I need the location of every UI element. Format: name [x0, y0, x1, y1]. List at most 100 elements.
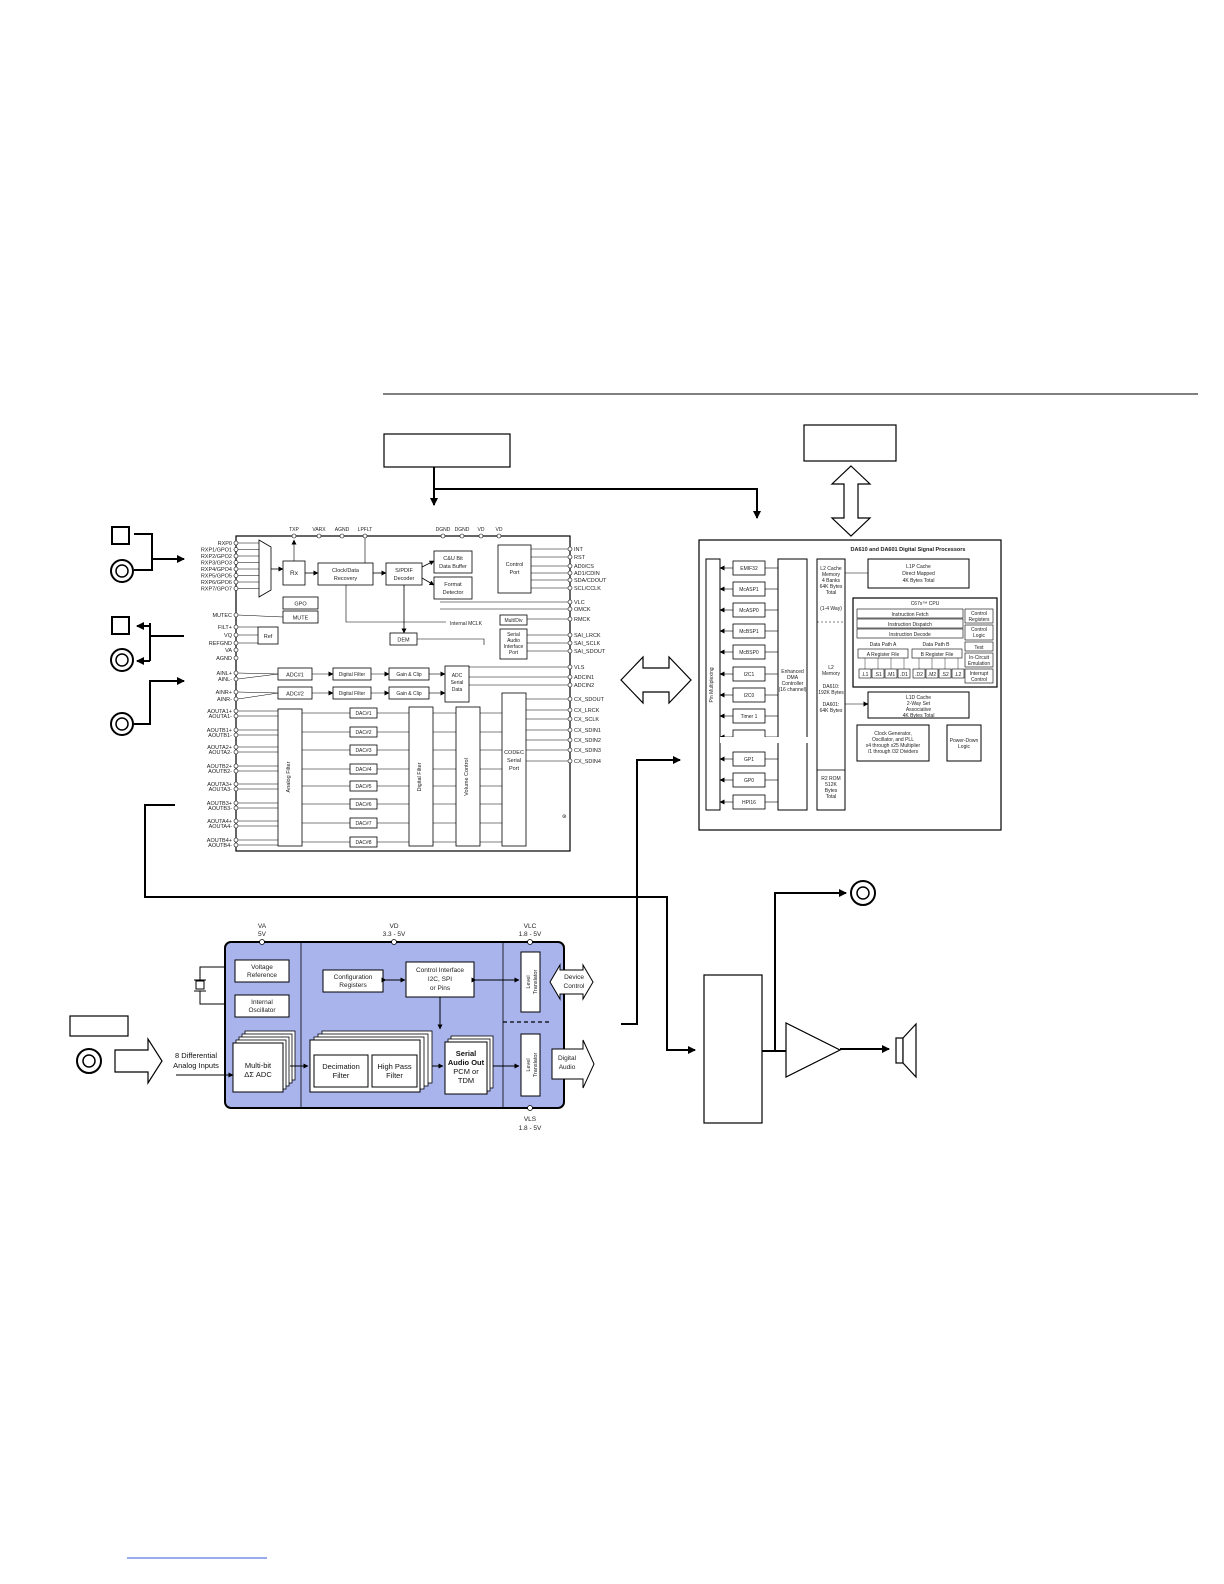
adc-config-regs-line1: Configuration [334, 974, 373, 981]
codec-pin-marker [233, 749, 239, 755]
horizontal-double-arrow [620, 655, 692, 705]
adc-filter-stack [309, 1030, 433, 1093]
codec-pin-marker [291, 533, 297, 539]
dsp-periph-label: McBSP1 [739, 629, 759, 635]
codec-dac-wiring [302, 712, 502, 843]
codec-pin-label: AOUTA2- [209, 750, 233, 756]
adc-inputs-line1: 8 Differential [175, 1051, 217, 1060]
codec-control-line2: Port [509, 570, 520, 576]
codec-pin-label: RXP1/GPO1 [201, 548, 232, 554]
adc-voltage-ref-line2: Reference [247, 972, 277, 979]
adc-voltage-ref-line1: Voltage [251, 964, 273, 971]
dsp-periph-label: McBSP0 [739, 650, 759, 656]
codec-dem-label: DEM [397, 638, 410, 644]
codec-pin-marker [567, 674, 573, 680]
analog-input-arrow [134, 677, 185, 725]
dsp-l2-da610-line2: 192K Bytes [818, 690, 844, 696]
dsp-edma-line3: Controller [782, 681, 804, 687]
adc-multibit-line1: Multi-bit [245, 1061, 272, 1070]
codec-pin-marker [233, 713, 239, 719]
adc-vd-volt: 3.3 - 5V [383, 931, 406, 938]
adc-level-bottom-line2: Translator [533, 1053, 539, 1078]
dsp-peripheral-column: EMIF32McASP1McASP0McBSP1McBSP0I2C1I2C0Ti… [719, 560, 778, 810]
codec-analog-filter-label: Analog Filter [286, 761, 292, 792]
codec-sai-line1: Serial [507, 632, 520, 638]
codec-pin-label: AOUTA4+ [207, 819, 232, 825]
codec-pin-marker [496, 533, 502, 539]
dsp-l1p-line2: Direct Mapped [902, 571, 935, 577]
codec-pin-marker [233, 553, 239, 559]
codec-pin-marker [233, 837, 239, 843]
codec-pin-label: RXP6/GPO6 [201, 580, 232, 586]
adc-control-if-block [405, 961, 475, 998]
dsp-clock-gen-line2: Oscillator, and PLL [872, 737, 914, 743]
codec-gain-clip-1-label: Gain & Clip [396, 672, 422, 678]
codec-pin-marker [233, 647, 239, 653]
codec-pin-label: FILT+ [218, 625, 232, 631]
adc-level-bottom-line1: Level [526, 1058, 532, 1071]
adc-config-regs-line2: Registers [339, 982, 367, 989]
empty-box-top-right [803, 424, 897, 462]
codec-pin-marker [567, 727, 573, 733]
dsp-clock-gen-line4: /1 through /32 Dividers [868, 749, 919, 755]
output-routing-line [144, 804, 696, 1054]
speaker-icon [895, 1022, 917, 1079]
dsp-functional-units: .L1.S1.M1.D1.D2.M2.S2.L2 [858, 658, 965, 679]
codec-pin-label: RMCK [574, 617, 591, 623]
codec-pin-marker [567, 716, 573, 722]
adc-internal-osc-line1: Internal [251, 999, 273, 1006]
codec-rx-label: Rx [290, 570, 299, 577]
codec-pin-marker [459, 533, 465, 539]
dsp-l2-cache-line1: L2 Cache [820, 566, 842, 572]
codec-spdif-line2: Decoder [394, 576, 415, 582]
dsp-fetch: Instruction Fetch [892, 612, 929, 618]
codec-pin-marker [567, 707, 573, 713]
dsp-l1d-line2: 2-Way Set [907, 701, 931, 707]
adc-control-if-line1: Control Interface [416, 967, 464, 974]
dsp-l2-block [816, 558, 846, 811]
codec-pin-label: SCL/CCLK [574, 586, 601, 592]
codec-pin-label: CX_SDIN4 [574, 759, 601, 765]
codec-pin-label: AOUTA3+ [207, 782, 232, 788]
codec-pin-label: CX_SDIN3 [574, 748, 601, 754]
codec-pin-label: VLS [574, 665, 585, 671]
codec-top-pin-label: DGND [455, 527, 470, 533]
dsp-l1p-block [867, 558, 970, 589]
codec-pin-marker [567, 664, 573, 670]
crystal-icon [194, 966, 225, 1005]
dsp-edma-line1: Enhanced [781, 669, 804, 675]
input-bracket-arrow [134, 533, 185, 571]
codec-pin-marker [567, 599, 573, 605]
codec-pin-label: VLC [574, 600, 585, 606]
codec-pin-marker [233, 696, 239, 702]
codec-pin-label: AOUTB1- [208, 733, 232, 739]
codec-pin-label: AINL+ [217, 671, 232, 677]
adc-vls-label: VLS [524, 1116, 537, 1123]
codec-pin-marker [362, 533, 368, 539]
codec-pin-label: VQ [224, 633, 233, 639]
codec-input-mux [258, 539, 272, 598]
codec-pin-label: RXP0 [218, 541, 232, 547]
dsp-rom-line3: Bytes [825, 788, 838, 794]
codec-pin-marker [567, 616, 573, 622]
codec-pin-marker [233, 823, 239, 829]
codec-top-pin-label: AGND [335, 527, 350, 533]
dsp-l2-cache-line2: Memory [822, 572, 841, 578]
codec-gpo-block [282, 596, 319, 610]
codec-dac-label: DAC#4 [355, 767, 371, 773]
dsp-side-logic-1: Control [971, 627, 987, 633]
top-arrows [430, 467, 761, 519]
codec-pin-marker [233, 540, 239, 546]
dsp-side-interrupt-2: Control [971, 677, 987, 683]
codec-serial-port-block [501, 692, 527, 847]
codec-pin-label: RXP5/GPO5 [201, 574, 232, 580]
codec-port-line1: CODEC [504, 750, 524, 756]
codec-pin-marker [316, 533, 322, 539]
rca-jack-2 [110, 648, 134, 672]
dsp-l2-memory-line1: L2 [828, 665, 834, 671]
optical-connector-2 [111, 616, 130, 635]
dsp-clock-gen-line1: Clock Generator, [874, 731, 912, 737]
dsp-clock-gen-block [856, 724, 930, 762]
codec-pin-label: CX_SCLK [574, 717, 599, 723]
